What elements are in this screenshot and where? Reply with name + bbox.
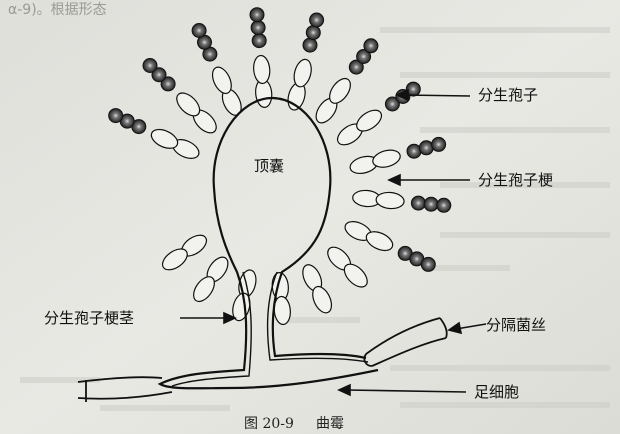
conidium-spore [108,108,124,124]
conidium-spore [302,37,318,53]
conidium-spore [420,256,436,272]
conidium-spore [363,38,379,54]
phialide-cell [150,128,179,149]
conidium-spore [251,33,267,49]
phialide-cell [365,231,394,252]
left-hypha [77,376,173,402]
phialide-cell [176,92,201,117]
figure-caption-title: 曲霉 [316,416,344,432]
conidium-spore [348,59,364,75]
phialide-cell [343,263,368,288]
phialide-cell [312,285,333,314]
conidium-spore [191,23,207,38]
conidiophore-outline [157,96,379,390]
label-stipe: 分生孢子梗茎 [44,309,134,327]
conidium-spore [384,96,400,112]
conidium-spore [160,76,176,92]
conidium-spore [436,197,452,213]
conidium-spore [305,25,321,41]
phialide-cell [375,191,405,210]
label-septate-hypha: 分隔菌丝 [486,316,546,334]
stipe-inner-wall [171,271,369,387]
phialide-cell [372,149,401,168]
conidium-spore [410,195,426,211]
bleed-through-text: α-9)。根据形态 [8,2,107,18]
phialide-cell [193,276,215,303]
conidium-spore [250,20,266,36]
phialide-cell [253,54,271,85]
phialide-cell [293,58,312,88]
conidium-spore [405,81,421,97]
conidium-spore [423,196,439,212]
conidium-spore [406,143,422,159]
label-conidium: 分生孢子 [478,86,538,104]
phialide-cell [329,77,351,104]
conidium-spore [431,136,447,152]
conidium-spore [309,12,325,28]
vesicle-label: 顶囊 [254,157,284,175]
figure-caption-number: 图 20-9 [244,416,294,432]
conidium-spore [151,67,167,83]
phialide-cell [161,248,188,271]
label-phialide: 分生孢子梗 [478,171,553,189]
conidium-spore [418,140,434,156]
phialides-layer [150,54,405,326]
septate-hypha [363,317,448,367]
conidia-chains [108,7,452,272]
pointer-arrows [180,88,487,397]
conidium-spore [356,49,372,64]
phialide-cell [356,109,383,132]
label-foot-cell: 足细胞 [474,383,519,401]
phialide-cell [211,66,232,95]
conidium-spore [142,58,158,73]
bleed-through-lines [20,27,610,411]
conidium-spore [249,7,265,23]
